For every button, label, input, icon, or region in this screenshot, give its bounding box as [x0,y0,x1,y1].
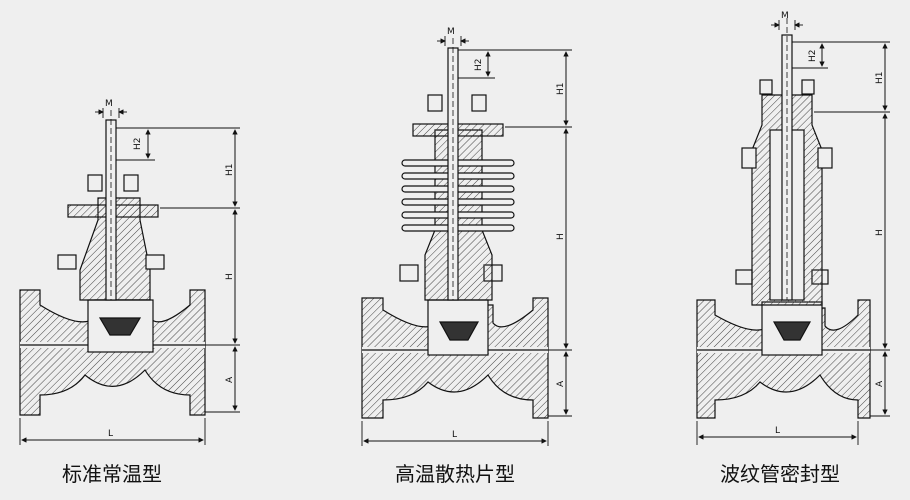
label-A: A [875,380,885,387]
bolt-mid-left [741,147,757,169]
gland-nut-right [471,94,487,112]
label-H1: H1 [556,83,566,96]
label-H2: H2 [474,59,484,72]
labels-standard: M H2 H1 H A L [105,99,235,439]
dims-finned [361,36,572,446]
valve-finned [361,38,549,419]
gland-nut-right [123,174,139,192]
gland-nut-left [87,174,103,192]
label-L: L [452,430,457,440]
label-M: M [105,99,113,109]
valve-standard [19,110,206,416]
labels-bellows: M H2 H1 H A L [775,11,885,436]
bolt-left [57,254,77,270]
bolt-left [735,269,753,285]
bolt-right [145,254,165,270]
label-H2: H2 [133,138,143,151]
dims-bellows [696,20,890,445]
dims-standard [19,108,240,445]
caption-standard: 标准常温型 [62,462,162,486]
label-L: L [775,426,780,436]
label-A: A [225,376,235,383]
bolt-left [399,264,419,282]
gland-nut-right [801,79,815,95]
gland-nut-left [427,94,443,112]
label-L: L [108,429,113,439]
label-M: M [447,27,455,37]
label-M: M [781,11,789,21]
valve-plug [98,317,142,336]
label-A: A [556,380,566,387]
label-H: H [225,273,235,280]
caption-bellows: 波纹管密封型 [720,462,840,486]
label-H1: H1 [225,164,235,177]
caption-finned: 高温散热片型 [395,462,515,486]
label-H1: H1 [875,72,885,85]
gland-nut-left [759,79,773,95]
label-H2: H2 [808,50,818,63]
valve-plug [772,321,812,341]
valve-bellows [696,18,871,419]
valve-plug [438,321,480,341]
bolt-mid-right [817,147,833,169]
label-H: H [875,229,885,236]
label-H: H [556,233,566,240]
labels-finned: M H2 H1 H A L [447,27,566,440]
